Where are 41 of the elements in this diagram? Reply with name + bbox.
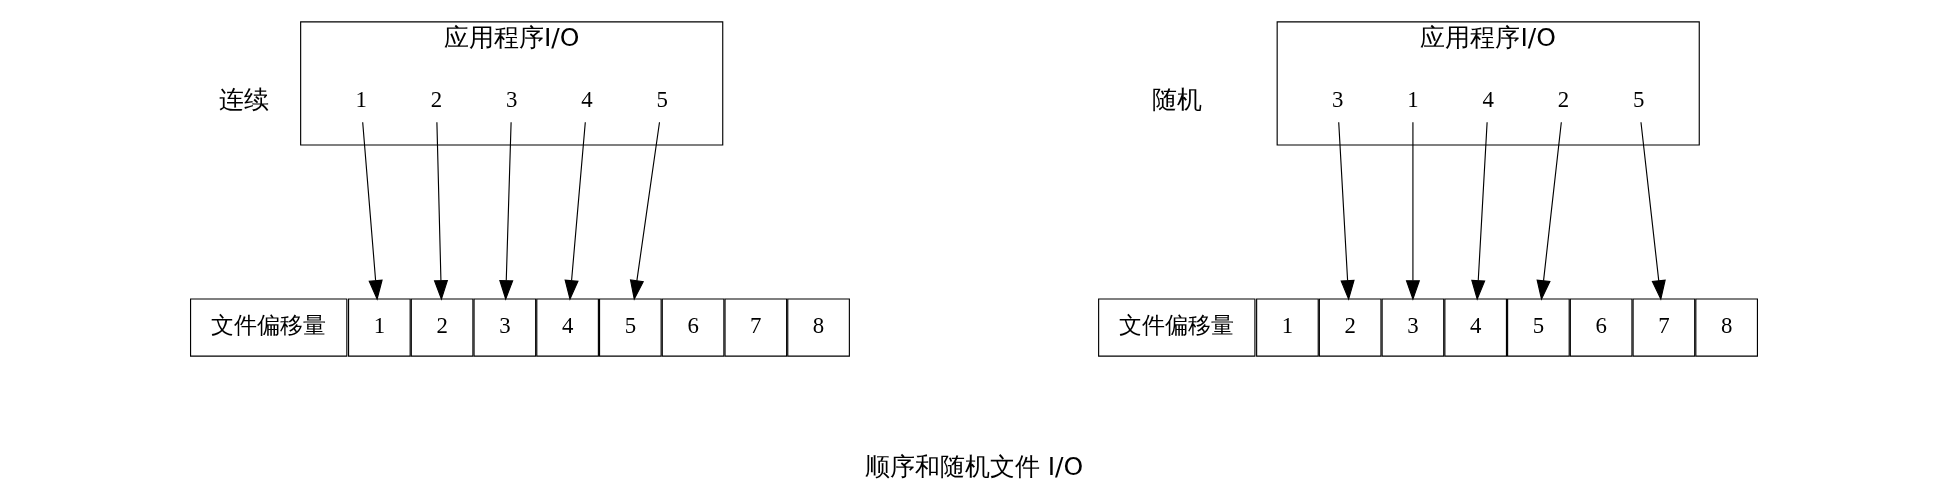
node-text: 2 xyxy=(1557,87,1570,113)
node-text: 4 xyxy=(1482,87,1494,113)
arrow xyxy=(362,121,383,301)
node-box: 6 xyxy=(661,298,725,357)
node-box: 4 xyxy=(1444,298,1508,357)
arrow xyxy=(433,121,449,301)
node-box: 1 xyxy=(1256,298,1319,357)
node-text: 5 xyxy=(656,87,668,113)
node-text: 3 xyxy=(1331,87,1344,113)
node-box: 2 xyxy=(410,298,474,357)
node-text: 1 xyxy=(355,87,367,113)
node-text: 4 xyxy=(581,87,593,113)
node-box: 1 xyxy=(348,298,411,357)
arrow xyxy=(1471,121,1488,301)
node-box: 文件偏移量 xyxy=(1098,298,1256,357)
node-text: 3 xyxy=(505,87,518,113)
node-text: 5 xyxy=(1633,87,1645,113)
node-box: 3 xyxy=(1381,298,1445,357)
node-box: 6 xyxy=(1569,298,1633,357)
node-box: 7 xyxy=(724,298,788,357)
node-box: 8 xyxy=(787,298,850,357)
node-box: 7 xyxy=(1632,298,1696,357)
label: 随机 xyxy=(1151,85,1202,115)
caption: 顺序和随机文件 I/O xyxy=(864,452,1084,482)
node-box: 4 xyxy=(536,298,599,357)
node-text: 2 xyxy=(430,87,443,113)
arrow xyxy=(629,121,661,301)
arrow xyxy=(499,121,514,301)
node-box: 5 xyxy=(1507,298,1570,357)
arrow xyxy=(1405,121,1421,301)
node-box: 文件偏移量 xyxy=(190,298,348,357)
arrow xyxy=(1640,121,1666,301)
arrow xyxy=(1536,121,1562,301)
node-box: 8 xyxy=(1695,298,1758,357)
node-text: 1 xyxy=(1407,87,1419,113)
node-box: 2 xyxy=(1318,298,1382,357)
label: 连续 xyxy=(218,85,269,115)
arrow xyxy=(564,121,586,301)
node-box: 3 xyxy=(473,298,537,357)
arrow xyxy=(1338,121,1355,301)
node-box: 5 xyxy=(598,298,662,357)
